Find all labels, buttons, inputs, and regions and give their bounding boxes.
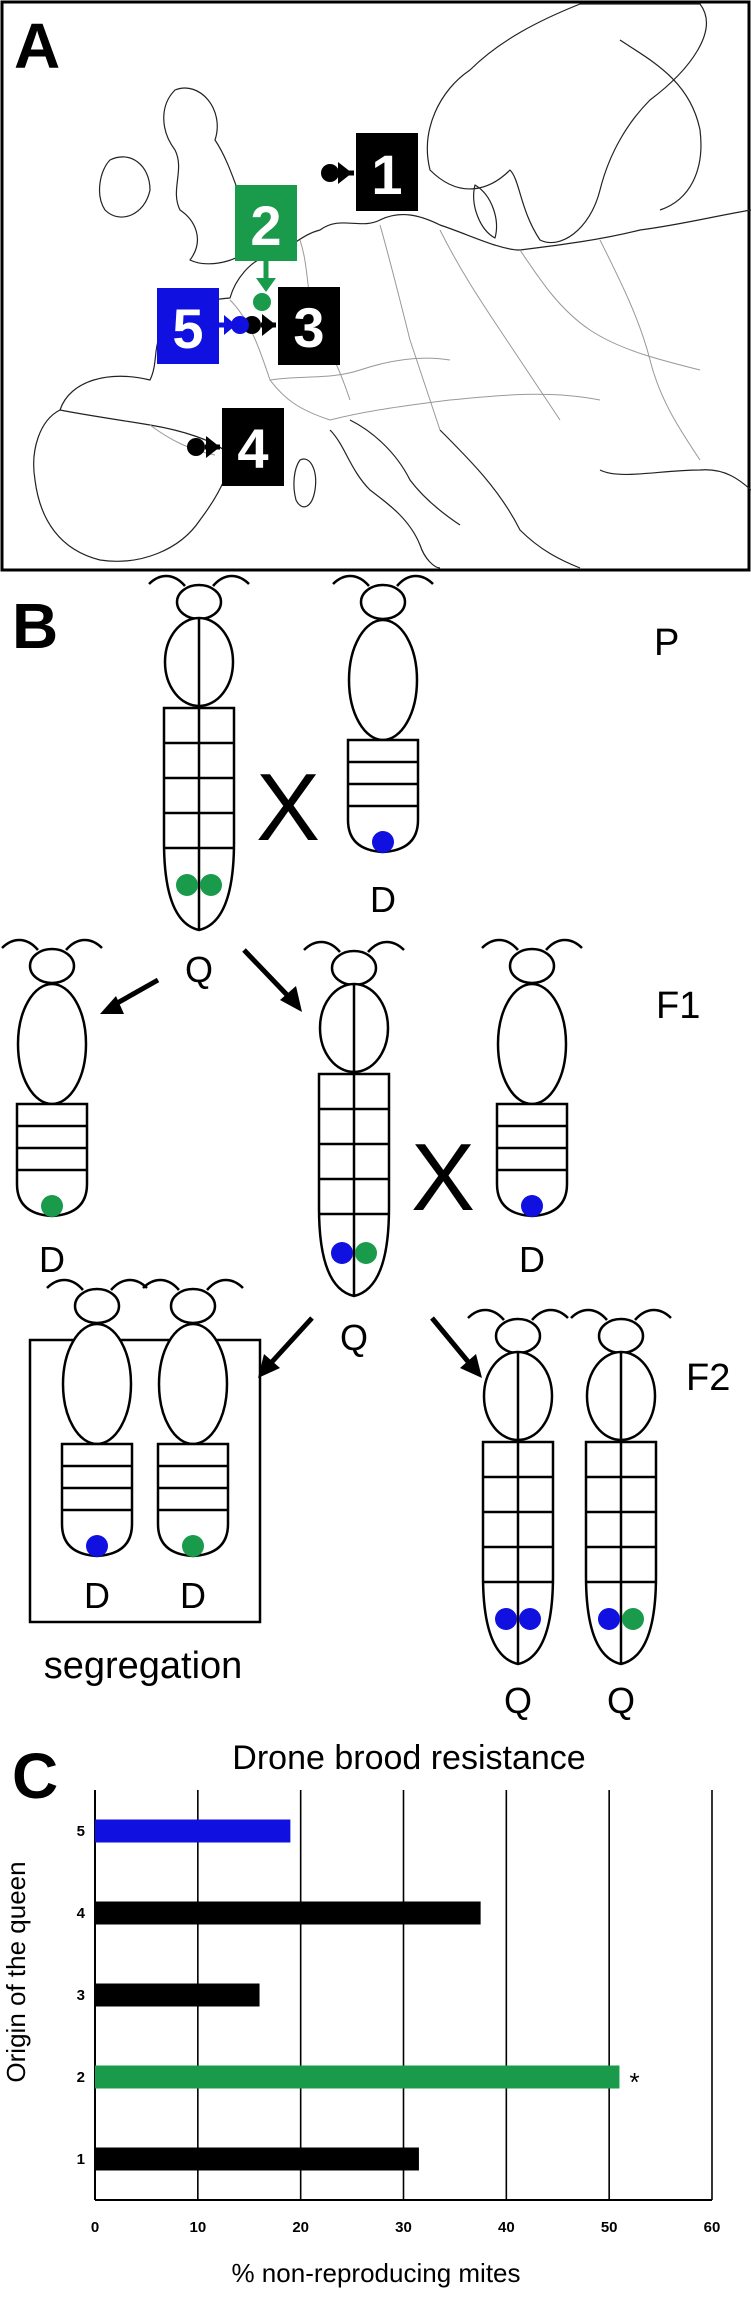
y-tick-label: 4	[77, 1905, 86, 1922]
generation-p-label: P	[654, 622, 679, 664]
allele-blue-dot	[331, 1242, 353, 1264]
f2-queen-blue-green	[569, 1308, 673, 1666]
arrow-f1-to-f2-drones	[258, 1316, 314, 1378]
allele-blue-dot	[495, 1608, 517, 1630]
bar	[95, 2147, 419, 2171]
panel-c: C Drone brood resistance 0 10 20 30 40 50 60 5 4…	[1, 1739, 720, 2288]
allele-green-dot	[355, 1242, 377, 1264]
y-tick-label: 3	[77, 1987, 85, 2004]
f1-cross-symbol: X	[411, 1124, 475, 1231]
generation-f1-label: F1	[656, 985, 700, 1027]
generation-f2-label: F2	[686, 1357, 730, 1399]
allele-blue-dot	[519, 1608, 541, 1630]
panel-a: A 1 2 3 5	[0, 0, 751, 572]
x-tick-label: 10	[189, 2219, 206, 2236]
site-5-label: 5	[172, 297, 203, 360]
allele-blue-dot	[372, 831, 394, 853]
arrow-p-to-f1-drone	[100, 977, 160, 1014]
site-1-marker: 1	[321, 133, 418, 211]
map-frame	[0, 0, 751, 572]
y-axis-title: Origin of the queen	[1, 1861, 31, 2082]
panel-b: B P F1 F2 Q X D D	[0, 574, 730, 1721]
f1-drone-blue	[480, 938, 584, 1218]
y-tick-label: 2	[77, 2069, 85, 2086]
site-2-label: 2	[250, 194, 281, 257]
y-tick-label: 5	[77, 1823, 85, 1840]
site-2-marker: 2	[235, 185, 297, 311]
f1-queen	[302, 940, 406, 1298]
f2-drone-blue-label: D	[84, 1575, 110, 1616]
f2-queen-2-label: Q	[607, 1680, 635, 1721]
allele-green-dot	[200, 874, 222, 896]
panel-b-letter: B	[12, 590, 58, 662]
y-tick-label: 1	[77, 2151, 85, 2168]
p-cross-symbol: X	[256, 754, 320, 861]
site-4-marker: 4	[187, 408, 284, 486]
allele-green-dot	[182, 1535, 204, 1557]
x-tick-label: 60	[704, 2219, 721, 2236]
panel-c-letter: C	[12, 1740, 58, 1812]
p-drone	[331, 574, 435, 854]
x-tick-label: 50	[601, 2219, 618, 2236]
bar-chart: 0 10 20 30 40 50 60 5 4 3 2 * 1	[77, 1790, 721, 2236]
p-queen	[147, 574, 251, 932]
allele-green-dot	[41, 1195, 63, 1217]
f2-queen-blue-blue	[466, 1308, 570, 1666]
significance-asterisk: *	[629, 2067, 639, 2097]
f2-drone-green-label: D	[180, 1575, 206, 1616]
allele-blue-dot	[521, 1195, 543, 1217]
f2-queen-1-label: Q	[504, 1680, 532, 1721]
site-5-marker: 5	[157, 288, 249, 364]
chart-title: Drone brood resistance	[232, 1739, 585, 1777]
segregation-caption: segregation	[44, 1645, 243, 1687]
panel-a-letter: A	[14, 10, 60, 82]
arrow-f1-to-f2-queens	[430, 1316, 482, 1378]
bar	[95, 1983, 260, 2007]
x-axis-title: % non-reproducing mites	[231, 2258, 520, 2288]
allele-blue-dot	[598, 1608, 620, 1630]
arrow-p-to-f1-queen	[242, 948, 302, 1012]
site-4-label: 4	[237, 417, 268, 480]
x-tick-label: 30	[395, 2219, 412, 2236]
bar	[95, 2065, 620, 2089]
f1-drone-green-label: D	[39, 1239, 65, 1280]
f1-queen-label: Q	[340, 1317, 368, 1358]
site-3-label: 3	[293, 296, 324, 359]
f2-drone-blue	[45, 1278, 149, 1558]
f1-drone-green	[0, 938, 104, 1218]
bar	[95, 1819, 291, 1843]
site-1-label: 1	[371, 143, 402, 206]
allele-green-dot	[176, 874, 198, 896]
x-tick-label: 40	[498, 2219, 515, 2236]
segregation-box	[28, 1338, 262, 1624]
f2-drone-green	[141, 1278, 245, 1558]
x-tick-label: 20	[292, 2219, 309, 2236]
p-drone-label: D	[370, 879, 396, 920]
f1-drone-blue-label: D	[519, 1239, 545, 1280]
p-queen-label: Q	[185, 949, 213, 990]
allele-green-dot	[622, 1608, 644, 1630]
allele-blue-dot	[86, 1535, 108, 1557]
x-tick-label: 0	[91, 2219, 99, 2236]
bar	[95, 1901, 481, 1925]
